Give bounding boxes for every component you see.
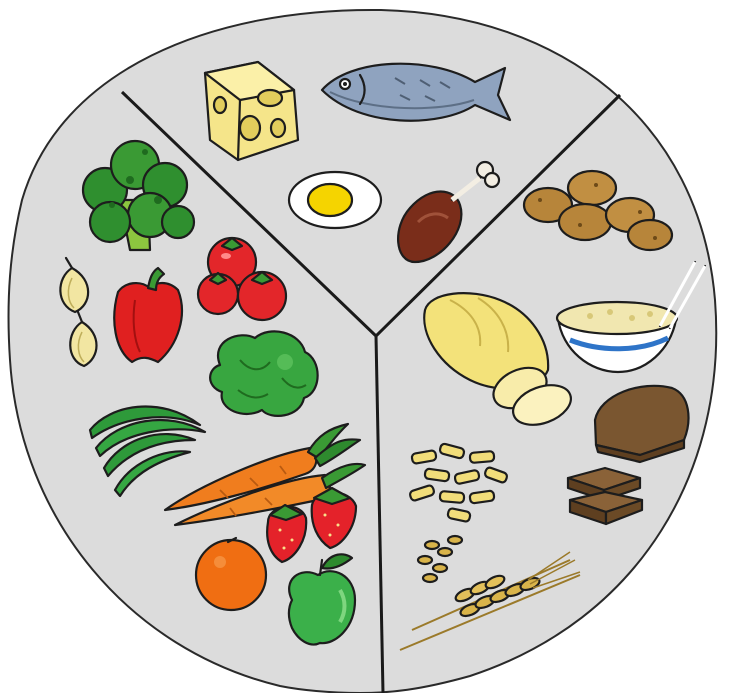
egg-icon bbox=[289, 172, 381, 228]
lettuce-icon bbox=[210, 331, 318, 415]
orange-icon bbox=[196, 538, 266, 610]
